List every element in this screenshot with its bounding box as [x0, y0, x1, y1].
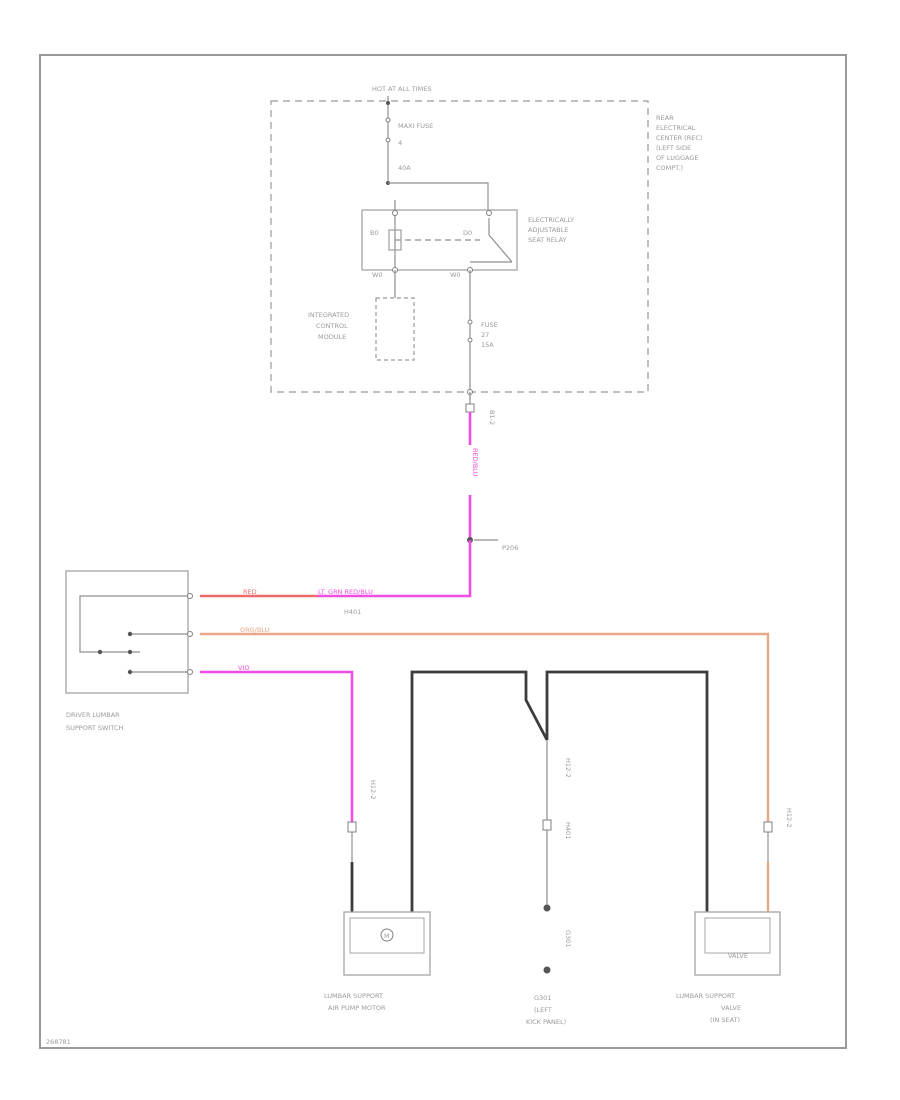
svg-text:SUPPORT SWITCH: SUPPORT SWITCH	[66, 724, 124, 732]
svg-text:FUSE: FUSE	[481, 321, 498, 329]
svg-text:VALVE: VALVE	[728, 952, 748, 960]
svg-text:RED: RED	[243, 588, 257, 596]
svg-text:COMPT.): COMPT.)	[656, 164, 683, 172]
svg-text:HOT AT ALL TIMES: HOT AT ALL TIMES	[372, 85, 432, 93]
top-pink-wire: B1-2 RED/BLU P206	[465, 392, 518, 552]
svg-text:M: M	[384, 932, 390, 940]
svg-text:LUMBAR SUPPORT: LUMBAR SUPPORT	[676, 992, 735, 1000]
svg-text:15A: 15A	[481, 341, 494, 349]
switch-supply-wire: RED LT. GRN RED/BLU H401	[200, 540, 472, 616]
svg-text:H12-2: H12-2	[369, 780, 377, 800]
svg-text:D0: D0	[463, 229, 472, 237]
maxi-fuse: MAXI FUSE 4 40A	[385, 117, 433, 185]
svg-text:G301: G301	[564, 930, 572, 947]
svg-text:SEAT RELAY: SEAT RELAY	[528, 236, 567, 244]
lumbar-support-valve: VALVE LUMBAR SUPPORT VALVE (IN SEAT)	[676, 911, 781, 1024]
svg-text:VIO: VIO	[238, 664, 249, 672]
svg-text:OF LUGGAGE: OF LUGGAGE	[656, 154, 699, 162]
svg-text:H401: H401	[344, 608, 361, 616]
ground-circuit: H12-2 H401 G301	[410, 670, 709, 974]
rear-electrical-center-box	[270, 100, 649, 393]
svg-text:40A: 40A	[398, 164, 411, 172]
svg-text:ELECTRICALLY: ELECTRICALLY	[528, 216, 574, 224]
svg-text:MAXI FUSE: MAXI FUSE	[398, 122, 433, 130]
seat-relay: B0 D0 W0 W0 ELECTRICALLY ADJUSTABLE SEAT…	[361, 182, 574, 279]
svg-text:CONTROL: CONTROL	[316, 322, 348, 330]
lumbar-support-air-pump-motor: M LUMBAR SUPPORT AIR PUMP MOTOR	[324, 911, 431, 1012]
svg-text:H12-2: H12-2	[564, 758, 572, 778]
figure-id: 268781	[46, 1038, 71, 1046]
driver-lumbar-support-switch: DRIVER LUMBAR SUPPORT SWITCH	[65, 570, 193, 732]
svg-text:H12-2: H12-2	[785, 808, 793, 828]
svg-text:VALVE: VALVE	[721, 1004, 741, 1012]
svg-text:B0: B0	[370, 229, 379, 237]
valve-signal-wire: ORG/BLU H12-2	[200, 626, 793, 912]
svg-text:(LEFT: (LEFT	[534, 1006, 552, 1014]
svg-text:W0: W0	[372, 271, 383, 279]
svg-text:(LEFT SIDE: (LEFT SIDE	[656, 144, 691, 152]
svg-text:ADJUSTABLE: ADJUSTABLE	[528, 226, 568, 234]
svg-text:MODULE: MODULE	[318, 333, 346, 341]
diagram-frame	[39, 54, 847, 1049]
rec-label: REAR ELECTRICAL CENTER (REC) (LEFT SIDE …	[656, 114, 702, 172]
svg-text:ORG/BLU: ORG/BLU	[240, 626, 270, 634]
svg-text:ELECTRICAL: ELECTRICAL	[656, 124, 696, 132]
svg-text:27: 27	[481, 331, 489, 339]
svg-text:W0: W0	[450, 271, 461, 279]
svg-text:P206: P206	[502, 544, 518, 552]
svg-text:AIR PUMP MOTOR: AIR PUMP MOTOR	[328, 1004, 386, 1012]
pump-signal-wire: VIO H12-2	[200, 664, 377, 912]
integrated-control-module: INTEGRATED CONTROL MODULE	[308, 270, 415, 361]
ground-g301-label: G301 (LEFT KICK PANEL)	[526, 994, 566, 1026]
svg-text:INTEGRATED: INTEGRATED	[308, 311, 349, 319]
svg-text:4: 4	[398, 139, 402, 147]
svg-text:DRIVER LUMBAR: DRIVER LUMBAR	[66, 711, 120, 719]
svg-text:RED/BLU: RED/BLU	[471, 448, 479, 477]
svg-text:LUMBAR SUPPORT: LUMBAR SUPPORT	[324, 992, 383, 1000]
svg-text:LT. GRN RED/BLU: LT. GRN RED/BLU	[318, 588, 373, 596]
svg-text:CENTER (REC): CENTER (REC)	[656, 134, 702, 142]
svg-text:REAR: REAR	[656, 114, 674, 122]
svg-text:KICK PANEL): KICK PANEL)	[526, 1018, 566, 1026]
svg-text:B1-2: B1-2	[488, 410, 496, 425]
svg-text:(IN SEAT): (IN SEAT)	[710, 1016, 740, 1024]
svg-text:G301: G301	[534, 994, 551, 1002]
fuse-27: FUSE 27 15A	[467, 270, 498, 400]
svg-text:H401: H401	[564, 822, 572, 839]
